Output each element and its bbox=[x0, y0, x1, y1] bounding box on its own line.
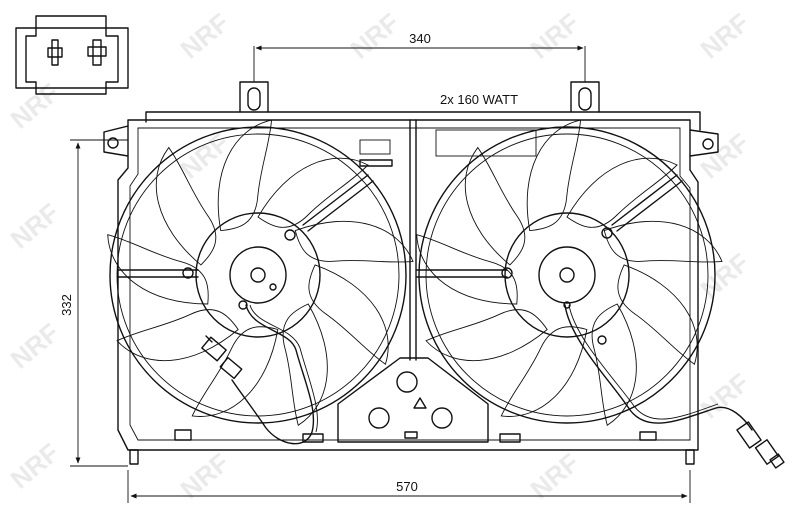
watermark-text: NRF bbox=[5, 317, 65, 374]
dimension-340-label: 340 bbox=[409, 31, 431, 46]
watermark-text: NRF bbox=[695, 127, 755, 184]
dimension-332-label: 332 bbox=[59, 294, 74, 316]
dimension-left: 332 bbox=[59, 139, 128, 467]
fan-shroud-frame bbox=[103, 81, 719, 465]
watermark-text: NRF bbox=[695, 367, 755, 424]
dimension-bottom: 570 bbox=[127, 470, 691, 503]
watermark-text: NRF bbox=[175, 127, 235, 184]
dimension-top: 340 bbox=[253, 31, 586, 82]
right-fan bbox=[410, 114, 727, 430]
watermark-text: NRF bbox=[345, 7, 405, 64]
left-fan bbox=[101, 114, 418, 430]
power-label: 2x 160 WATT bbox=[440, 92, 518, 107]
watermark-text: NRF bbox=[695, 7, 755, 64]
watermark-text: NRF bbox=[5, 77, 65, 134]
left-fan-wire bbox=[201, 304, 318, 445]
watermark-text: NRF bbox=[525, 7, 585, 64]
left-fan-blades bbox=[101, 114, 418, 430]
watermark-text: NRF bbox=[5, 437, 65, 494]
connector-plug-icon bbox=[15, 15, 129, 95]
watermark-text: NRF bbox=[695, 247, 755, 304]
right-fan-wire bbox=[564, 304, 785, 469]
dimension-570-label: 570 bbox=[396, 479, 418, 494]
watermark-text: NRF bbox=[5, 197, 65, 254]
watermark-text: NRF bbox=[175, 7, 235, 64]
